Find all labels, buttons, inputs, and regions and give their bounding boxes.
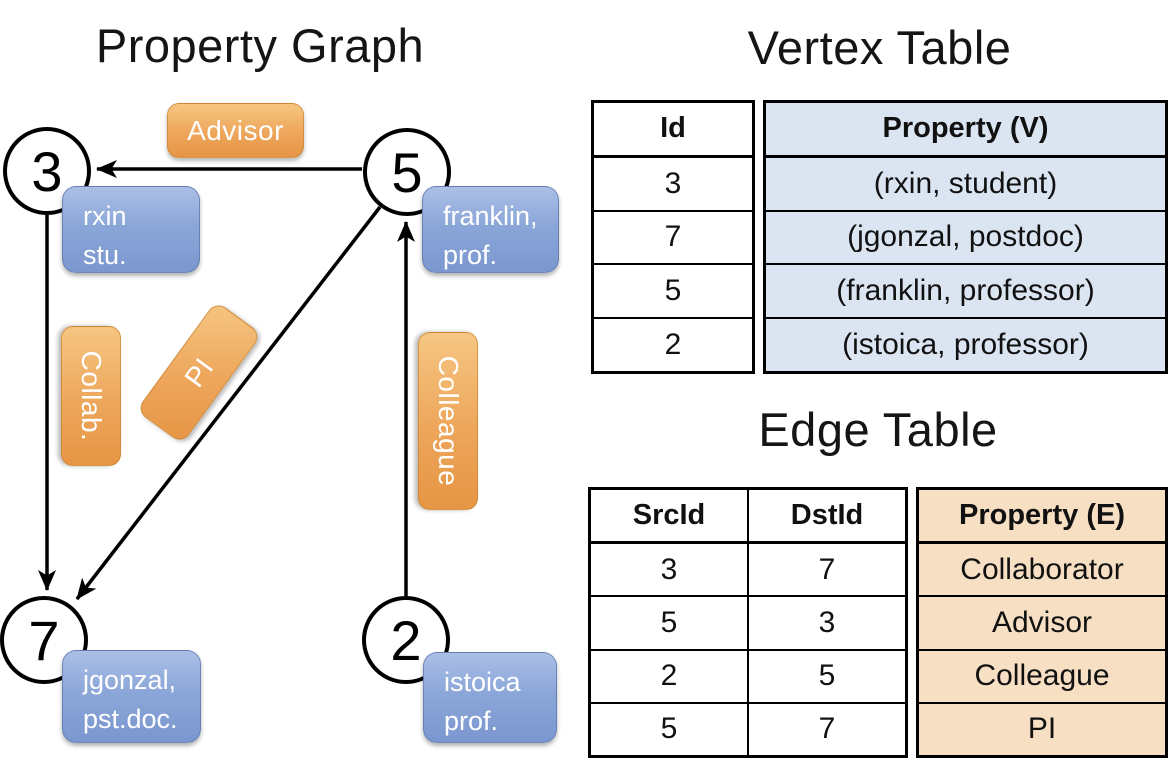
edge-table-property-column: Property (E) Collaborator Advisor Collea…: [916, 487, 1168, 758]
edge-label-advisor: Advisor: [167, 103, 304, 158]
vertex-table-cell-property: (jgonzal, postdoc): [766, 209, 1165, 264]
edge-table-cell-property: Collaborator: [919, 541, 1165, 596]
edge-5-to-7: [75, 205, 382, 601]
vertex-table-cell-id: 3: [594, 154, 752, 210]
vertex-table-property-column: Property (V) (rxin, student) (jgonzal, p…: [763, 100, 1168, 374]
vertex-table-header-id: Id: [660, 112, 686, 145]
vertex-prop-line: pst.doc.: [83, 704, 178, 735]
vertex-prop-line: stu.: [83, 240, 127, 271]
vertex-prop-istoica: istoica prof.: [423, 652, 557, 743]
edge-table-cell-dst: 7: [747, 703, 905, 756]
edge-label-colleague: Colleague: [418, 332, 478, 510]
vertex-table-cell-id: 7: [594, 209, 752, 264]
edge-table-row: 3 7: [591, 541, 905, 596]
edge-table-row: 2 5: [591, 648, 905, 702]
edge-table-cell-src: 2: [660, 659, 678, 693]
vertex-table-title: Vertex Table: [747, 21, 1012, 74]
edge-table-ids-columns: SrcId DstId 3 7 5 3 2 5 5 7: [588, 487, 908, 758]
vertex-table-cell-property: (istoica, professor): [766, 317, 1165, 371]
edge-table-row: 5 3: [591, 595, 905, 649]
vertex-prop-jgonzal: jgonzal, pst.doc.: [62, 650, 201, 743]
vertex-prop-line: prof.: [444, 706, 499, 737]
vertex-prop-line: prof.: [443, 240, 498, 271]
edge-table-cell-src: 5: [660, 712, 678, 746]
edge-table-cell-src: 3: [660, 552, 678, 586]
edge-table-cell-dst: 3: [747, 597, 905, 649]
node-id: 7: [28, 608, 60, 672]
property-graph-title: Property Graph: [95, 19, 425, 72]
graph-edges-layer: [38, 160, 415, 601]
node-id: 2: [390, 608, 422, 672]
graph-node-2: 2: [362, 596, 450, 684]
vertex-table-cell-id: 2: [594, 317, 752, 371]
graph-node-5: 5: [363, 128, 451, 216]
vertex-prop-franklin: franklin, prof.: [422, 186, 559, 273]
vertex-table-cell-property: (rxin, student): [766, 154, 1165, 210]
vertex-prop-line: rxin: [83, 201, 127, 231]
vertex-table-header-property: Property (V): [766, 103, 1165, 155]
node-id: 5: [391, 140, 423, 204]
edge-label-collab: Collab.: [61, 326, 121, 466]
node-id: 3: [31, 139, 63, 203]
edge-table-cell-src: 5: [660, 606, 678, 639]
vertex-prop-line: istoica: [444, 667, 521, 697]
edge-table-cell-property: PI: [919, 701, 1165, 756]
edge-table-header-row: SrcId DstId: [591, 490, 905, 542]
edge-table-row: 5 7: [591, 701, 905, 756]
edge-table-header-srcid: SrcId: [632, 499, 706, 532]
edge-table-header-dstid: DstId: [747, 490, 905, 542]
edge-table-cell-dst: 5: [747, 650, 905, 702]
edge-table-title: Edge Table: [758, 403, 998, 456]
vertex-table-cell-property: (franklin, professor): [766, 263, 1165, 318]
edge-table-cell-property: Colleague: [919, 648, 1165, 702]
edge-table-header-property: Property (E): [919, 490, 1165, 542]
vertex-table-cell-id: 5: [594, 263, 752, 317]
vertex-table-id-column: Id 3 7 5 2: [591, 100, 755, 374]
edge-table-cell-property: Advisor: [919, 595, 1165, 649]
vertex-prop-line: franklin,: [443, 201, 538, 231]
vertex-prop-line: jgonzal,: [83, 665, 177, 695]
edge-table-cell-dst: 7: [747, 544, 905, 596]
vertex-prop-rxin: rxin stu.: [62, 186, 200, 273]
